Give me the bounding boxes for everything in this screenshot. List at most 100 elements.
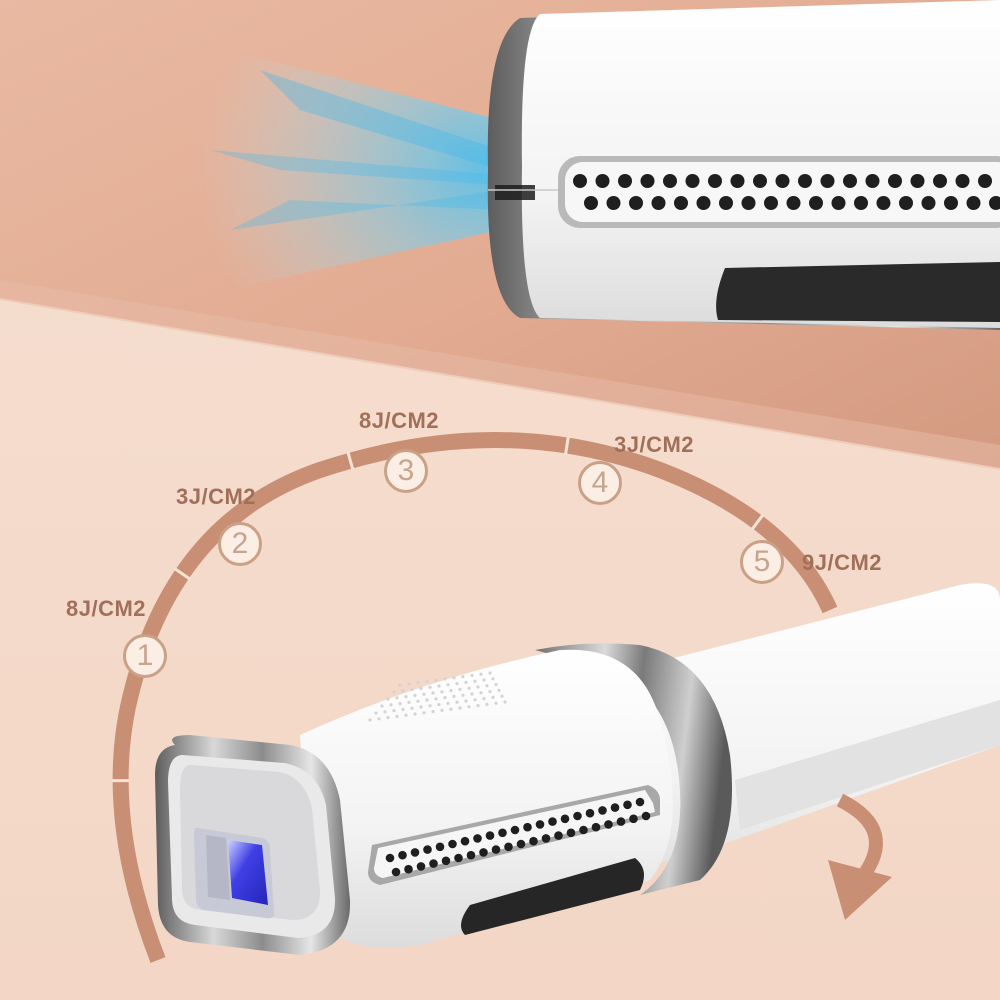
vent-hole [429, 859, 438, 868]
texture-dot [389, 703, 393, 707]
chrome-ring [535, 643, 732, 895]
texture-dot [437, 684, 441, 688]
vent-hole [798, 174, 812, 188]
texture-dot [428, 704, 432, 708]
vent-hole [585, 808, 595, 818]
vent-hole [595, 174, 610, 188]
energy-level-circle-2: 2 [218, 522, 262, 566]
vent-hole [831, 196, 846, 210]
vent-hole [899, 196, 913, 210]
vent-hole [548, 817, 557, 826]
vent-hole [610, 803, 620, 812]
vent-hole [448, 839, 457, 849]
rotation-arrow-icon [828, 793, 892, 920]
vent-hole [741, 196, 756, 210]
arc-tick [750, 514, 765, 531]
texture-dot [386, 697, 390, 701]
vent-hole [566, 828, 576, 838]
vent-hole [435, 842, 445, 852]
vent-hole [554, 831, 563, 840]
vent-hole [696, 196, 711, 210]
texture-dot [374, 711, 378, 715]
texture-dot [401, 689, 405, 693]
texture-dot [473, 698, 477, 702]
texture-dot [494, 701, 498, 705]
texture-dot [452, 694, 456, 699]
texture-dot [368, 718, 372, 722]
texture-dot [488, 690, 492, 694]
texture-dot [431, 691, 435, 695]
texture-dot [377, 717, 381, 721]
texture-dot [455, 700, 459, 704]
arc-tick [346, 451, 355, 470]
vent-hole [535, 820, 545, 829]
texture-dot [425, 679, 429, 684]
vent-hole [466, 850, 476, 860]
vent-hole [591, 822, 601, 832]
vent-hole [416, 862, 426, 871]
skin-shadow-band [0, 280, 1000, 470]
arc-tick [564, 436, 570, 455]
vent-hole [663, 174, 677, 188]
vent-hole [719, 196, 733, 210]
texture-dot [491, 695, 495, 700]
vent-hole [479, 848, 488, 857]
texture-dot [386, 716, 390, 720]
vent-hole [606, 196, 621, 210]
vent-hole [485, 831, 495, 840]
texture-dot [443, 696, 447, 700]
vent-hole [843, 174, 857, 188]
texture-dot [494, 683, 498, 687]
texture-dot [476, 704, 480, 708]
energy-level-circle-1: 1 [123, 634, 167, 678]
texture-dot [488, 671, 492, 675]
vent-hole [523, 822, 532, 832]
texture-dot [458, 687, 462, 692]
texture-dot [464, 699, 468, 703]
vent-hole [385, 853, 395, 863]
vent-hole [685, 174, 700, 188]
texture-dot [422, 692, 426, 696]
energy-level-circle-3: 3 [384, 449, 428, 493]
blue-light-beam [180, 40, 500, 300]
energy-level-label-4: 3J/CM2 [614, 432, 695, 457]
vent-hole [510, 825, 520, 835]
vent-hole [854, 196, 868, 210]
vent-hole [460, 836, 470, 846]
vent-hole [504, 842, 513, 852]
texture-dot [419, 686, 423, 691]
texture-dot [398, 683, 402, 687]
texture-dot [410, 688, 414, 692]
texture-dot [431, 710, 435, 714]
vent-hole [498, 828, 507, 838]
upper-device [487, 0, 1000, 330]
vent-hole [764, 196, 778, 210]
texture-dot [461, 693, 465, 697]
vent-hole [888, 174, 902, 188]
texture-dot [440, 708, 444, 713]
vent-hole [618, 174, 632, 188]
arc-tick [174, 567, 191, 581]
texture-dot [392, 709, 396, 713]
texture-dot [473, 679, 477, 683]
texture-dot [434, 678, 438, 682]
vent-hole [391, 867, 401, 877]
texture-dot [407, 682, 411, 686]
texture-dot [434, 697, 438, 701]
vent-hole [598, 806, 607, 815]
vent-hole [786, 196, 801, 210]
texture-dot [482, 697, 486, 701]
texture-dot [407, 700, 411, 705]
texture-dot [380, 704, 384, 708]
texture-dot [383, 710, 387, 714]
texture-dot [437, 703, 441, 707]
vent-hole [560, 814, 570, 824]
texture-dot [467, 705, 471, 709]
vent-hole [404, 864, 413, 874]
texture-dot [479, 672, 483, 676]
texture-dot [479, 691, 483, 695]
vent-hole [629, 814, 638, 824]
vent-hole [573, 811, 582, 821]
texture-dot [470, 692, 474, 696]
upper-display-window [716, 262, 1000, 322]
